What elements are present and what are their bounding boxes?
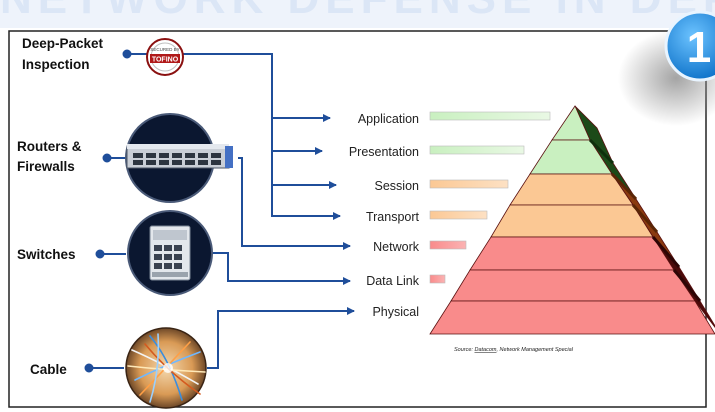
switch-icon [127, 210, 213, 296]
connector-cable-physical [207, 307, 355, 369]
pyramid-face-network [469, 236, 675, 271]
pyramid-face-physical [429, 300, 715, 335]
connector-routers-network [238, 157, 351, 250]
layer-bars [429, 111, 551, 284]
router-icon [125, 113, 233, 203]
device-label-dpi-line1: Deep-Packet [22, 36, 104, 51]
routers-dot [102, 153, 112, 163]
bar-transport [429, 210, 488, 220]
layer-label-transport: Transport [366, 210, 420, 224]
step-badge-number: 1 [687, 23, 711, 72]
tofino-seal-brand: TOFINO [152, 57, 179, 64]
device-leads [84, 49, 132, 373]
bar-data-link [429, 274, 446, 284]
device-label-cable: Cable [30, 362, 67, 377]
device-label-routers-line2: Firewalls [17, 159, 75, 174]
layer-label-data-link: Data Link [366, 274, 420, 288]
layer-labels: Application Presentation Session Transpo… [349, 112, 420, 319]
switches-dot [95, 249, 105, 259]
source-prefix: Source: [454, 347, 474, 353]
layer-label-session: Session [375, 179, 420, 193]
bar-presentation [429, 145, 525, 155]
source-citation: Source: Datacom, Network Management Spec… [454, 347, 574, 353]
banner-heading: NETWORK DEFENSE IN DEPTH [0, 0, 715, 23]
layer-label-physical: Physical [372, 305, 419, 319]
device-label-dpi-line2: Inspection [22, 57, 90, 72]
connector-dpi-application [127, 53, 331, 122]
pyramid-face-transport [490, 204, 654, 238]
layer-label-application: Application [358, 112, 419, 126]
pyramid-face-data-link [450, 269, 696, 302]
connector-switches-datalink [209, 252, 351, 285]
osi-pyramid [429, 105, 715, 335]
dpi-dot [122, 49, 132, 59]
bar-network [429, 240, 467, 250]
layer-label-network: Network [373, 240, 420, 254]
bar-session [429, 179, 509, 189]
device-label-routers-line1: Routers & [17, 139, 82, 154]
banner-band [0, 0, 715, 28]
tofino-seal-icon: SECURED BY TOFINO [146, 38, 184, 76]
step-badge [664, 10, 715, 82]
connectors [127, 53, 355, 369]
device-label-switches: Switches [17, 247, 76, 262]
tofino-seal-caption: SECURED BY [150, 47, 179, 52]
bar-application [429, 111, 551, 121]
source-suffix: , Network Management Special [497, 347, 574, 353]
cable-dot [84, 363, 94, 373]
fiber-cable-icon [125, 327, 207, 409]
source-name: Datacom [474, 347, 496, 353]
layer-label-presentation: Presentation [349, 145, 419, 159]
